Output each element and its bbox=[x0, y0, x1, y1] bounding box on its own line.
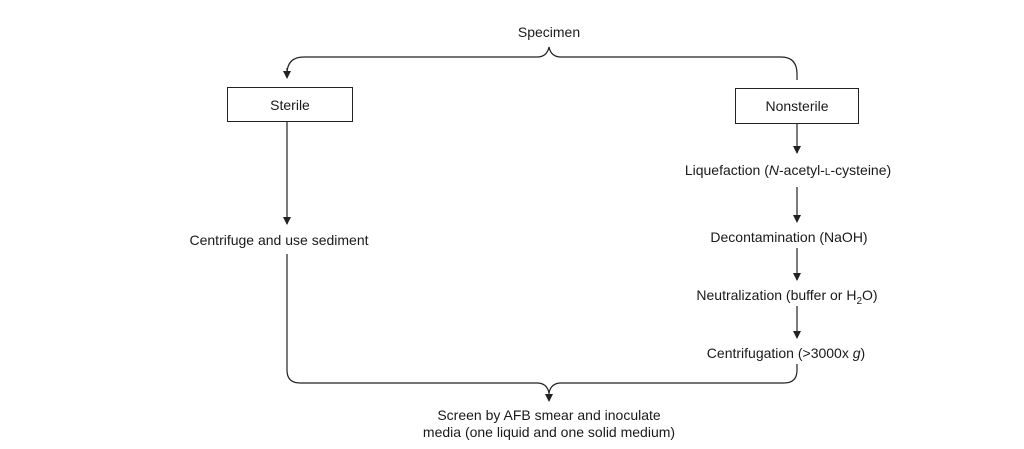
neutralization-label: Neutralization (buffer or H2O) bbox=[696, 287, 878, 307]
screen-line-2: media (one liquid and one solid medium) bbox=[422, 424, 676, 440]
decontamination-label: Decontamination (NaOH) bbox=[710, 229, 868, 245]
specimen-label: Specimen bbox=[517, 24, 581, 40]
screen-afb-label: Screen by AFB smear and inoculate media … bbox=[423, 407, 675, 441]
centrifuge-sediment-label: Centrifuge and use sediment bbox=[189, 232, 369, 248]
specimen-brace bbox=[286, 46, 798, 80]
liquefaction-label: Liquefaction (N-acetyl-l-cysteine) bbox=[684, 162, 892, 178]
screen-line-1: Screen by AFB smear and inoculate bbox=[437, 407, 661, 423]
sterile-box: Sterile bbox=[227, 87, 353, 122]
merge-brace bbox=[286, 254, 798, 394]
centrifugation-label: Centrifugation (>3000x g) bbox=[706, 345, 866, 361]
sterile-label: Sterile bbox=[270, 96, 310, 113]
nonsterile-label: Nonsterile bbox=[765, 98, 829, 114]
nonsterile-box: Nonsterile bbox=[735, 88, 859, 124]
